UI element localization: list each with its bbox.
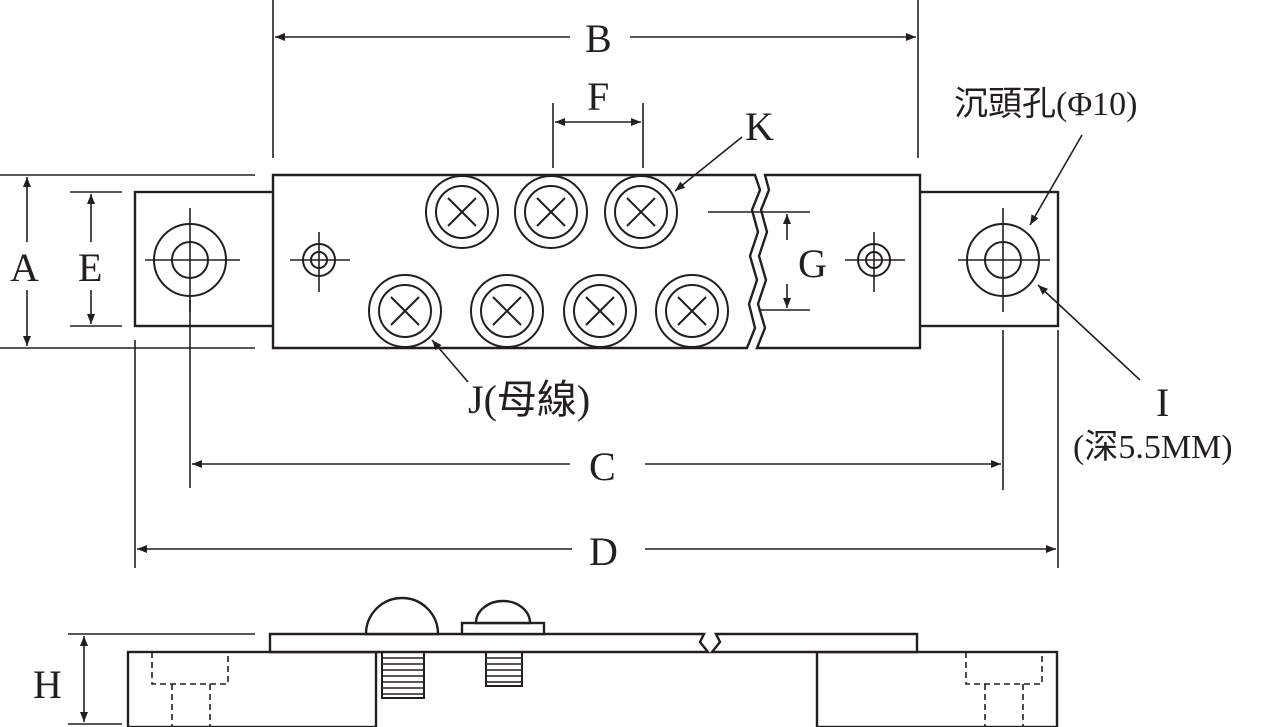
side-busbar-right <box>709 632 919 654</box>
side-washer <box>460 621 546 636</box>
right-mounting-foot <box>916 190 1060 328</box>
screw <box>470 274 544 348</box>
right-countersink-hole <box>958 208 1050 312</box>
screw <box>655 274 729 348</box>
side-busbar <box>268 632 711 654</box>
label-D: D <box>589 529 618 574</box>
label-I-depth: (深5.5MM) <box>1073 429 1233 466</box>
left-small-hole <box>290 232 350 292</box>
side-flat-screw <box>474 599 532 625</box>
screw <box>604 175 678 249</box>
side-right-foot <box>815 650 1059 727</box>
dimension-lines <box>0 0 1141 568</box>
labels: B F K A E G J(母線) C D 沉頭孔(Φ10) I (深5.5MM… <box>10 16 1233 707</box>
side-left-foot <box>126 650 378 727</box>
label-H: H <box>33 662 62 707</box>
top-view <box>133 173 1060 350</box>
busbar-body <box>271 173 762 350</box>
side-left-hidden-hole <box>151 652 229 727</box>
label-K: K <box>745 104 774 149</box>
label-C: C <box>589 444 616 489</box>
screw <box>425 175 499 249</box>
screw-row-top <box>425 175 678 249</box>
screw <box>368 274 442 348</box>
side-view <box>68 596 1059 727</box>
left-countersink-hole <box>145 208 240 312</box>
side-thread-left <box>381 651 425 699</box>
label-A: A <box>10 245 39 290</box>
left-mounting-foot <box>133 190 277 328</box>
right-small-hole <box>845 232 905 292</box>
label-I: I <box>1156 380 1169 425</box>
busbar-body-right <box>755 173 922 350</box>
screw-row-bottom <box>368 274 729 348</box>
side-dome-screw <box>364 596 440 636</box>
screw <box>563 274 637 348</box>
label-G: G <box>798 241 827 286</box>
side-thread-right <box>485 651 523 687</box>
screw <box>514 175 588 249</box>
side-right-hidden-hole <box>965 652 1043 727</box>
label-B: B <box>585 16 612 61</box>
label-F: F <box>587 74 609 119</box>
label-J: J(母線) <box>468 377 590 422</box>
label-countersink: 沉頭孔(Φ10) <box>954 86 1138 123</box>
label-E: E <box>78 245 102 290</box>
